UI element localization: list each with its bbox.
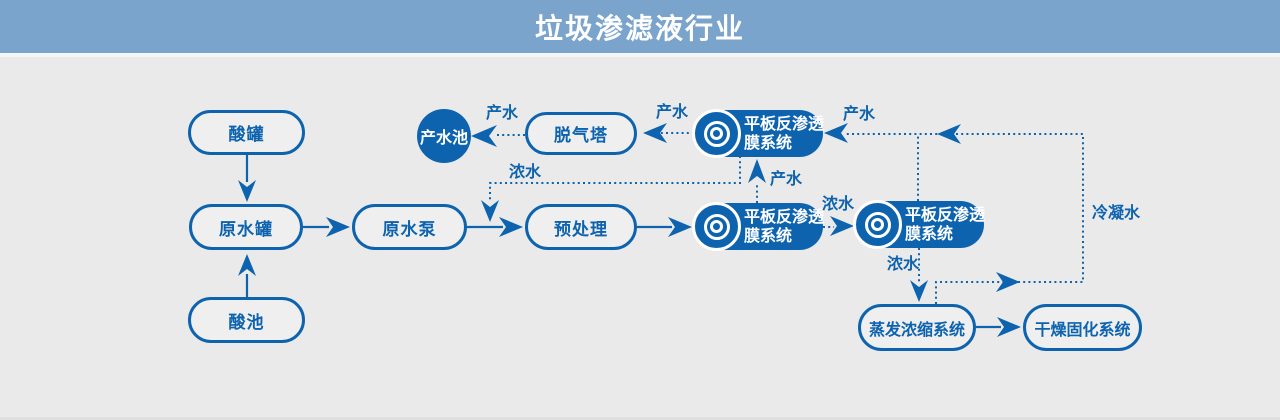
node-evaporation-system: 蒸发浓缩系统 bbox=[858, 304, 976, 351]
node-raw-water-pump: 原水泵 bbox=[352, 204, 467, 250]
edge-condensate-return bbox=[846, 133, 1084, 304]
node-label: 原水泵 bbox=[382, 219, 437, 239]
node-label: 原水罐 bbox=[219, 219, 273, 239]
membrane-disc-icon bbox=[853, 200, 902, 249]
arrowhead-right-icon bbox=[326, 217, 350, 237]
arrowhead-down-icon bbox=[238, 180, 256, 202]
node-ro-system-top: 平板反渗透 膜系统 bbox=[692, 109, 825, 158]
node-ro-system-right: 平板反渗透 膜系统 bbox=[853, 200, 986, 249]
node-label: 平板反渗透 膜系统 bbox=[744, 208, 825, 245]
flow-label-condensate: 冷凝水 bbox=[1092, 205, 1141, 222]
title-bar: 垃圾渗滤液行业 bbox=[0, 0, 1280, 53]
node-degassing-tower: 脱气塔 bbox=[525, 112, 637, 155]
node-label: 平板反渗透 膜系统 bbox=[905, 206, 986, 243]
arrowhead-down-icon bbox=[910, 280, 928, 302]
membrane-disc-icon bbox=[692, 202, 741, 251]
arrowhead-left-icon bbox=[824, 123, 848, 143]
flow-label-product-to-tower: 产水 bbox=[656, 104, 689, 121]
node-label: 平板反渗透 膜系统 bbox=[744, 115, 825, 152]
flow-label-product-mid-to-top: 产水 bbox=[770, 171, 803, 188]
node-label: 干燥固化系统 bbox=[1034, 321, 1131, 339]
node-product-water-pool: 产水池 bbox=[417, 109, 471, 163]
arrowhead-left-icon bbox=[937, 124, 961, 144]
flow-label-concentrate-to-evap: 浓水 bbox=[887, 256, 920, 273]
arrowhead-right-icon bbox=[830, 216, 854, 236]
node-drying-system: 干燥固化系统 bbox=[1023, 304, 1142, 351]
arrowhead-left-icon bbox=[471, 125, 497, 147]
node-acid-pool: 酸池 bbox=[188, 297, 305, 343]
node-label: 蒸发浓缩系统 bbox=[868, 321, 965, 339]
membrane-disc-icon bbox=[692, 109, 741, 158]
arrowhead-up-icon bbox=[238, 254, 256, 276]
node-label: 预处理 bbox=[554, 219, 608, 239]
flow-label-product-to-pool: 产水 bbox=[486, 105, 519, 122]
node-label: 酸罐 bbox=[228, 125, 265, 144]
bottom-divider bbox=[0, 417, 1280, 420]
arrowhead-right-icon bbox=[499, 217, 523, 237]
dotted-connectors bbox=[471, 123, 1084, 304]
arrowhead-down-icon bbox=[481, 200, 499, 222]
node-label: 脱气塔 bbox=[554, 126, 608, 145]
arrowhead-right-icon bbox=[996, 272, 1020, 292]
flow-label-concentrate-mid: 浓水 bbox=[822, 196, 855, 213]
node-label: 酸池 bbox=[228, 312, 265, 332]
page-title: 垃圾渗滤液行业 bbox=[534, 12, 745, 44]
node-ro-system-mid: 平板反渗透 膜系统 bbox=[692, 202, 825, 251]
edge-ro-top-concentrate-return bbox=[489, 156, 741, 202]
arrowhead-up-icon bbox=[748, 159, 766, 183]
flow-label-product-right-to-top: 产水 bbox=[843, 106, 876, 123]
arrowhead-left-icon bbox=[643, 123, 667, 143]
header-divider bbox=[0, 53, 1280, 57]
node-pretreatment: 预处理 bbox=[525, 204, 637, 250]
node-raw-water-tank: 原水罐 bbox=[189, 204, 303, 250]
flow-label-concentrate-return: 浓水 bbox=[509, 164, 542, 181]
arrowhead-right-icon bbox=[668, 217, 692, 237]
arrowhead-right-icon bbox=[997, 317, 1021, 337]
node-label: 产水池 bbox=[419, 130, 468, 147]
solid-connectors bbox=[238, 155, 1021, 337]
node-acid-tank: 酸罐 bbox=[188, 110, 305, 155]
